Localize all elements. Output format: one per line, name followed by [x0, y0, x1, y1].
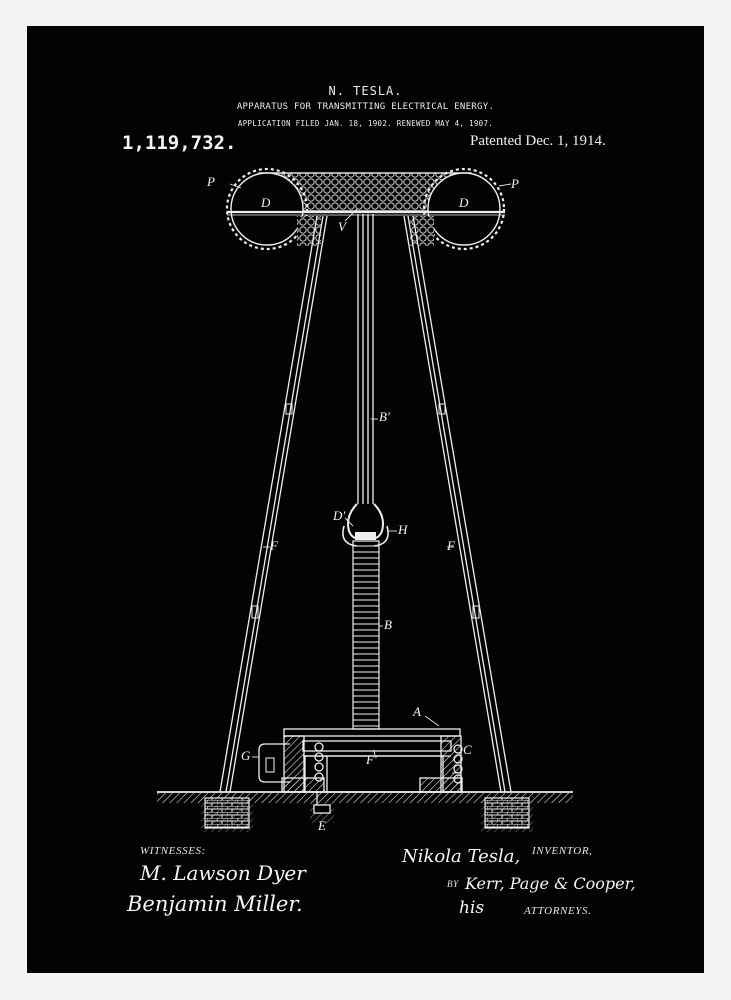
witness-signature-2: Benjamin Miller.: [127, 892, 303, 916]
label-F-left: F: [270, 538, 278, 553]
ground: [157, 791, 573, 832]
by-label: BY: [447, 879, 459, 889]
witness-signature-1: M. Lawson Dyer: [140, 861, 306, 885]
label-F-prime: F': [366, 752, 377, 767]
label-D-right: D: [459, 195, 469, 210]
label-F-right: F: [447, 538, 455, 553]
patent-poster: N. TESLA. APPARATUS FOR TRANSMITTING ELE…: [27, 26, 704, 973]
patent-title: APPARATUS FOR TRANSMITTING ELECTRICAL EN…: [236, 102, 495, 112]
witnesses-label: WITNESSES:: [140, 845, 206, 857]
his-label: his: [459, 898, 485, 918]
inventor-signature: Nikola Tesla,: [402, 846, 521, 867]
label-D-prime: D': [333, 508, 346, 523]
secondary-coil: [352, 540, 380, 730]
label-G: G: [241, 748, 251, 763]
label-B-prime: B': [379, 409, 390, 424]
attorneys-label: ATTORNEYS.: [524, 905, 592, 917]
label-V: V: [338, 219, 346, 234]
central-mast: [342, 214, 389, 547]
tower-legs: [219, 215, 512, 793]
label-H: H: [398, 522, 408, 537]
label-B: B: [384, 617, 392, 632]
application-filed-line: APPLICATION FILED JAN. 18, 1902. RENEWED…: [237, 119, 494, 128]
inventor-name-heading: N. TESLA.: [328, 84, 403, 98]
tesla-tower-drawing: [157, 167, 573, 832]
label-P-right: P: [511, 176, 519, 191]
label-C: C: [463, 742, 472, 757]
label-D-left: D: [261, 195, 271, 210]
label-A: A: [413, 704, 421, 719]
patent-number: 1,119,732.: [122, 132, 237, 154]
label-P-left: P: [207, 174, 215, 189]
attorneys-signature: Kerr, Page & Cooper,: [465, 874, 636, 893]
patent-date: Patented Dec. 1, 1914.: [470, 133, 606, 149]
terminal-dome: [225, 167, 506, 251]
base-assembly: [258, 728, 463, 807]
inventor-label: INVENTOR,: [532, 845, 593, 857]
label-E: E: [318, 818, 326, 833]
